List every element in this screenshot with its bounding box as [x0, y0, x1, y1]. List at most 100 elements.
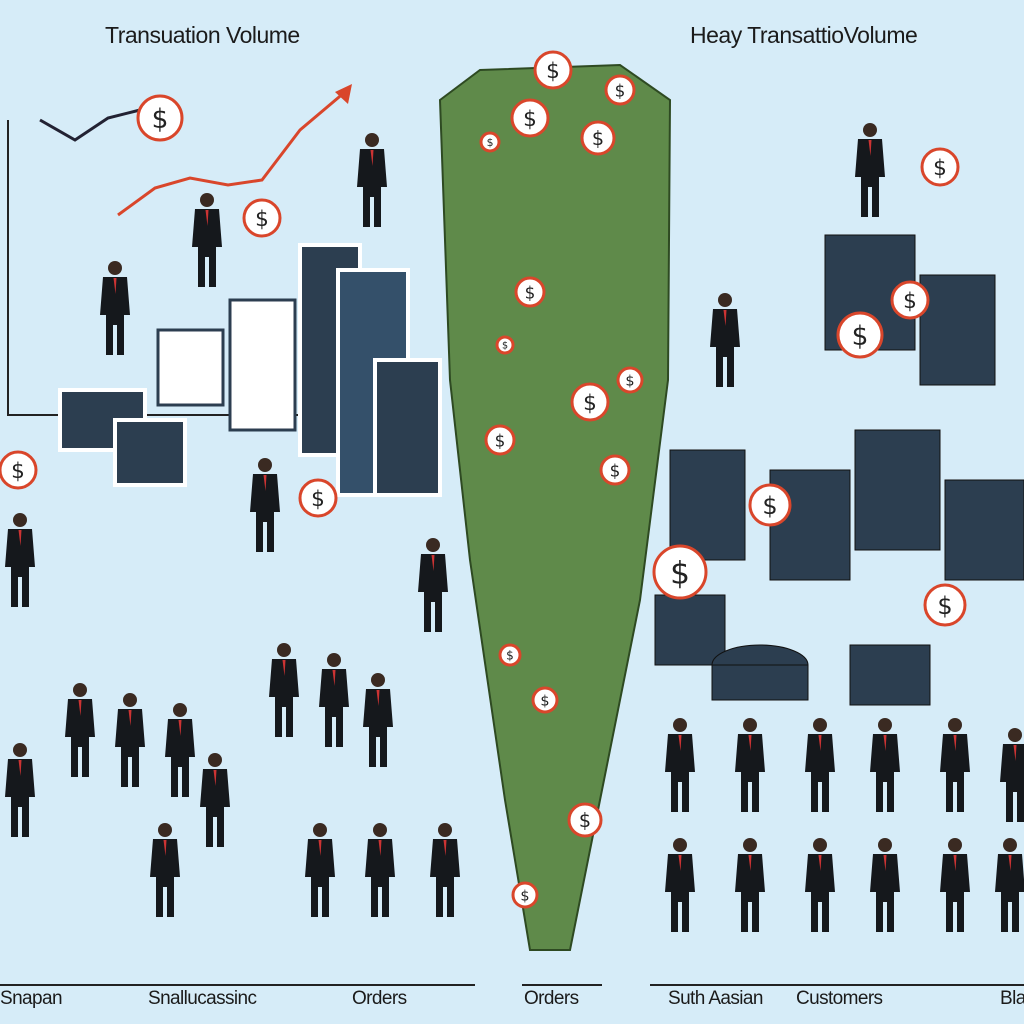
dollar-coin-icon: $ — [479, 131, 501, 153]
left-title: Transuation Volume — [105, 22, 300, 48]
businessperson-icon — [150, 823, 180, 917]
money-stack-column — [438, 63, 672, 951]
right-blocks — [654, 234, 1024, 706]
businessperson-icon — [430, 823, 460, 917]
bar-block — [228, 298, 297, 432]
dollar-coin-icon: $ — [510, 98, 550, 138]
svg-text:$: $ — [487, 136, 494, 149]
bar-block — [113, 418, 187, 487]
pedestal-block — [849, 644, 931, 706]
people-layer — [5, 123, 1024, 932]
dollar-coin-icon: $ — [495, 335, 515, 355]
svg-text:$: $ — [852, 321, 869, 352]
businessperson-icon — [100, 261, 130, 355]
dollar-coin-icon: $ — [514, 276, 546, 308]
businessperson-icon — [805, 838, 835, 932]
dollar-coin-icon: $ — [498, 643, 522, 667]
businessperson-icon — [665, 718, 695, 812]
dollar-coin-icon: $ — [531, 686, 559, 714]
pedestal-block — [944, 479, 1024, 581]
svg-text:$: $ — [546, 59, 560, 84]
bottom-label: Orders — [524, 988, 579, 1009]
businessperson-icon — [192, 193, 222, 287]
pedestal-block — [654, 594, 726, 666]
pedestal-block — [711, 664, 809, 701]
businessperson-icon — [735, 718, 765, 812]
businessperson-icon — [870, 718, 900, 812]
svg-text:$: $ — [762, 492, 777, 520]
businessperson-icon — [735, 838, 765, 932]
dollar-coin-icon: $ — [920, 147, 960, 187]
businessperson-icon — [5, 513, 35, 607]
dollar-coin-icon: $ — [599, 454, 631, 486]
svg-text:$: $ — [903, 289, 917, 314]
businessperson-icon — [5, 743, 35, 837]
bottom-label: Customers — [796, 988, 883, 1009]
businessperson-icon — [200, 753, 230, 847]
svg-text:$: $ — [933, 156, 947, 181]
bar-chart-blocks — [58, 243, 442, 497]
dollar-coin-icon: $ — [923, 583, 967, 627]
businessperson-icon — [855, 123, 885, 217]
bottom-label: Orders — [352, 988, 407, 1009]
dollar-coin-icon: $ — [533, 50, 573, 90]
arrow-head-icon — [335, 84, 352, 104]
svg-text:$: $ — [311, 487, 325, 512]
trend-line-lower — [117, 90, 346, 217]
dollar-coin-icon: $ — [511, 881, 539, 909]
dollar-coin-icon: $ — [567, 802, 603, 838]
bar-block — [156, 328, 225, 407]
pedestal-block — [669, 449, 746, 561]
businessperson-icon — [250, 458, 280, 552]
businessperson-icon — [995, 838, 1024, 932]
bottom-label: Suth Aasian — [668, 988, 763, 1009]
svg-text:$: $ — [255, 207, 269, 232]
pedestal-block — [854, 429, 941, 551]
svg-text:$: $ — [937, 592, 952, 620]
svg-text:$: $ — [615, 80, 626, 100]
svg-text:$: $ — [495, 430, 506, 450]
svg-text:$: $ — [523, 107, 537, 132]
svg-text:$: $ — [610, 460, 621, 480]
svg-text:$: $ — [11, 459, 25, 484]
svg-text:$: $ — [506, 649, 514, 663]
businessperson-icon — [269, 643, 299, 737]
businessperson-icon — [319, 653, 349, 747]
dollar-coin-icon: $ — [298, 478, 338, 518]
dollar-coin-icon: $ — [652, 544, 708, 600]
businessperson-icon — [357, 133, 387, 227]
businessperson-icon — [710, 293, 740, 387]
bar-block — [373, 358, 442, 497]
businessperson-icon — [940, 718, 970, 812]
svg-text:$: $ — [670, 556, 690, 592]
trend-line-upper — [39, 108, 141, 142]
right-title: Heay TransattioVolume — [690, 22, 918, 48]
dollar-coin-icon: $ — [484, 424, 516, 456]
dollar-coin-icon: $ — [0, 450, 38, 490]
svg-text:$: $ — [579, 809, 591, 832]
svg-text:$: $ — [540, 693, 549, 709]
svg-text:$: $ — [520, 888, 529, 904]
coins-layer: $$$$$$$$$$$$$$$$$$$$$$$$$ — [0, 50, 967, 909]
businessperson-icon — [165, 703, 195, 797]
businessperson-icon — [418, 538, 448, 632]
dollar-coin-icon: $ — [890, 280, 930, 320]
businessperson-icon — [1000, 728, 1024, 822]
dollar-coin-icon: $ — [604, 74, 636, 106]
bottom-label: Snallucassinc — [148, 988, 257, 1009]
businessperson-icon — [115, 693, 145, 787]
chart-axis — [7, 120, 300, 416]
businessperson-icon — [940, 838, 970, 932]
businessperson-icon — [805, 718, 835, 812]
businessperson-icon — [363, 673, 393, 767]
businessperson-icon — [305, 823, 335, 917]
svg-text:$: $ — [502, 341, 508, 352]
svg-text:$: $ — [592, 127, 604, 150]
bottom-label: Bla — [1000, 988, 1024, 1009]
businessperson-icon — [870, 838, 900, 932]
dollar-coin-icon: $ — [136, 94, 184, 142]
dollar-coin-icon: $ — [748, 483, 792, 527]
pedestal-block — [919, 274, 996, 386]
bottom-label: Snapan — [0, 988, 63, 1009]
